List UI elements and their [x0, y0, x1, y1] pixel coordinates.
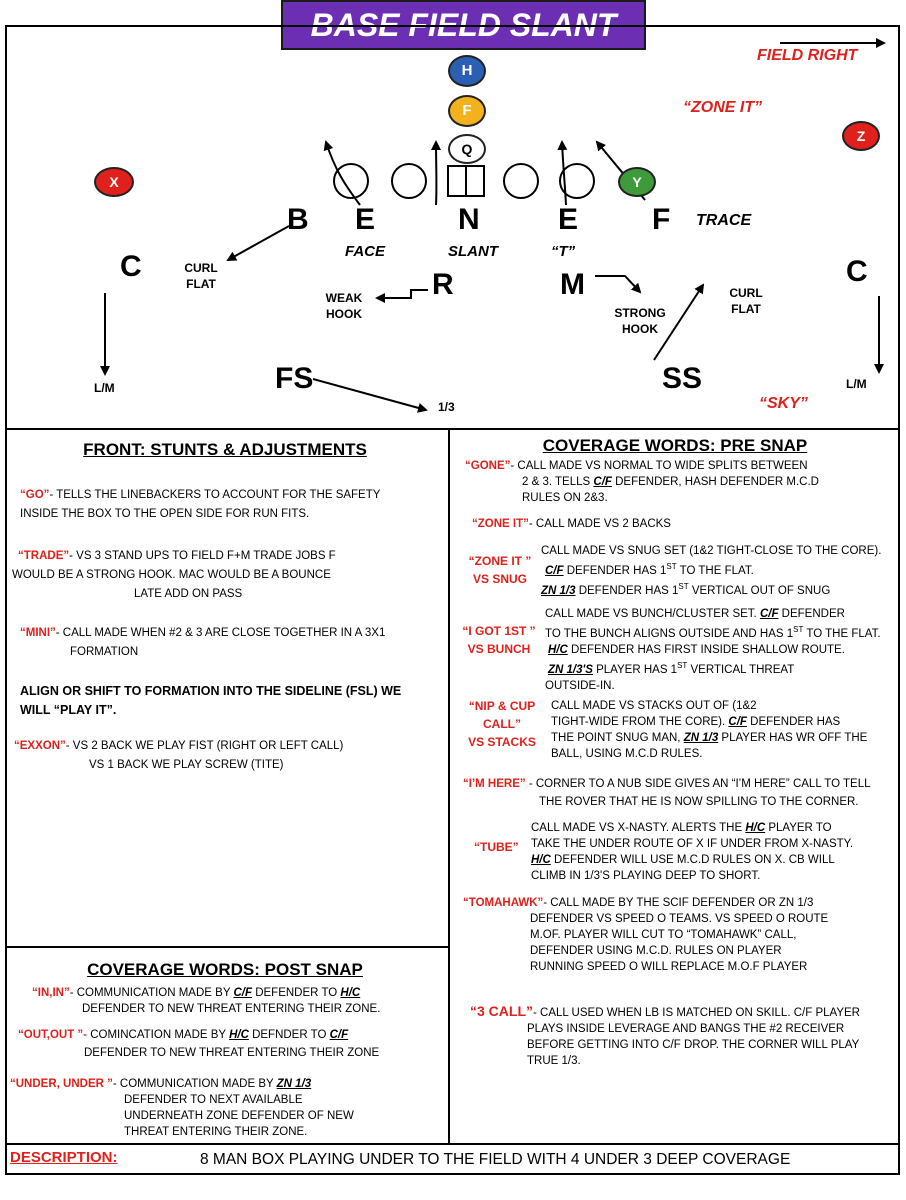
i-got-first-term: “I GOT 1ST ”VS BUNCH [462, 624, 536, 656]
in-in-entry: “IN,IN”- COMMUNICATION MADE BY C/F DEFEN… [32, 987, 381, 1015]
defender-f: F [652, 203, 671, 236]
exxon-entry: “EXXON”- VS 2 BACK WE PLAY FIST (RIGHT O… [14, 740, 344, 771]
post-snap-heading: COVERAGE WORDS: POST SNAP [87, 960, 363, 979]
lineman-circle [391, 163, 427, 199]
zone-it-snug-text: CALL MADE VS SNUG SET (1&2 TIGHT-CLOSE T… [541, 545, 882, 597]
defender-b: B [287, 203, 309, 236]
front-heading: FRONT: STUNTS & ADJUSTMENTS [83, 440, 367, 459]
i-got-first-text: CALL MADE VS BUNCH/CLUSTER SET. C/F DEFE… [545, 608, 881, 692]
defender-c-left: C [120, 250, 142, 283]
divider-diagram [5, 428, 900, 430]
divider-left-sections [5, 946, 450, 948]
align-entry: ALIGN OR SHIFT TO FORMATION INTO THE SID… [20, 684, 402, 717]
lm-right-label: L/M [846, 377, 867, 391]
formation-diagram [100, 38, 886, 413]
f-back-icon: F [448, 95, 486, 127]
defender-n: N [458, 203, 480, 236]
lineman-circle [503, 163, 539, 199]
description-label: DESCRIPTION: [10, 1149, 118, 1166]
out-out-entry: “OUT,OUT ”- COMINCATION MADE BY H/C DEFN… [18, 1029, 380, 1059]
zone-it-snug-term: “ZONE IT ”VS SNUG [468, 554, 532, 586]
q-icon: Q [448, 134, 486, 164]
zone-it-label: “ZONE IT” [683, 99, 763, 116]
outer-frame [5, 25, 900, 1175]
trade-entry: “TRADE”- VS 3 STAND UPS TO FIELD F+M TRA… [12, 550, 336, 600]
description-text: 8 MAN BOX PLAYING UNDER TO THE FIELD WIT… [200, 1151, 791, 1168]
tomahawk-entry: “TOMAHAWK”- CALL MADE BY THE SCIF DEFEND… [463, 897, 829, 973]
face-call: FACE [345, 243, 386, 260]
defender-fs: FS [275, 362, 314, 395]
three-call-entry: “3 CALL”- CALL USED WHEN LB IS MATCHED O… [470, 1003, 860, 1067]
defender-c-right: C [846, 255, 868, 288]
go-entry: “GO”- TELLS THE LINEBACKERS TO ACCOUNT F… [20, 489, 381, 520]
defender-m: M [560, 268, 585, 301]
zone-it-entry: “ZONE IT”- CALL MADE VS 2 BACKS [472, 518, 671, 530]
one-third-label: 1/3 [438, 400, 455, 414]
field-right-label: FIELD RIGHT [757, 47, 858, 64]
sky-label: “SKY” [759, 395, 808, 412]
defender-e-right: E [558, 203, 579, 236]
tube-term: “TUBE” [474, 840, 519, 854]
divider-description [5, 1143, 900, 1145]
lineman-circle [333, 163, 369, 199]
divider-columns [448, 428, 450, 1145]
trace-label: TRACE [696, 212, 752, 229]
y-receiver-icon: Y [618, 167, 656, 197]
ss-arrow [653, 283, 705, 361]
face-arrow [323, 140, 361, 206]
lm-left-label: L/M [94, 381, 115, 395]
h-back-icon: H [448, 55, 486, 87]
m-drop-arrow [595, 275, 642, 294]
defender-ss: SS [662, 362, 703, 395]
nip-cup-text: CALL MADE VS STACKS OUT OF (1&2 TIGHT-WI… [551, 700, 868, 760]
r-drop-arrow [375, 289, 428, 303]
t-arrow [557, 140, 568, 206]
under-under-entry: “UNDER, UNDER ”- COMMUNICATION MADE BY Z… [10, 1078, 354, 1138]
tube-text: CALL MADE VS X-NASTY. ALERTS THE H/C PLA… [531, 822, 854, 882]
pre-snap-heading: COVERAGE WORDS: PRE SNAP [542, 436, 808, 455]
z-receiver-icon: Z [842, 121, 880, 151]
slant-call: SLANT [448, 243, 498, 260]
lineman-circle [559, 163, 595, 199]
im-here-entry: “I’M HERE” - CORNER TO A NUB SIDE GIVES … [463, 778, 871, 808]
t-call: “T” [551, 243, 576, 260]
x-receiver-icon: X [94, 167, 134, 197]
fs-arrow [312, 378, 428, 413]
defender-e-left: E [355, 203, 376, 236]
defender-r: R [432, 268, 454, 301]
mini-entry: “MINI”- CALL MADE WHEN #2 & 3 ARE CLOSE … [20, 627, 386, 658]
gone-entry: “GONE”- CALL MADE VS NORMAL TO WIDE SPLI… [465, 460, 819, 504]
b-drop-arrow [226, 225, 290, 261]
